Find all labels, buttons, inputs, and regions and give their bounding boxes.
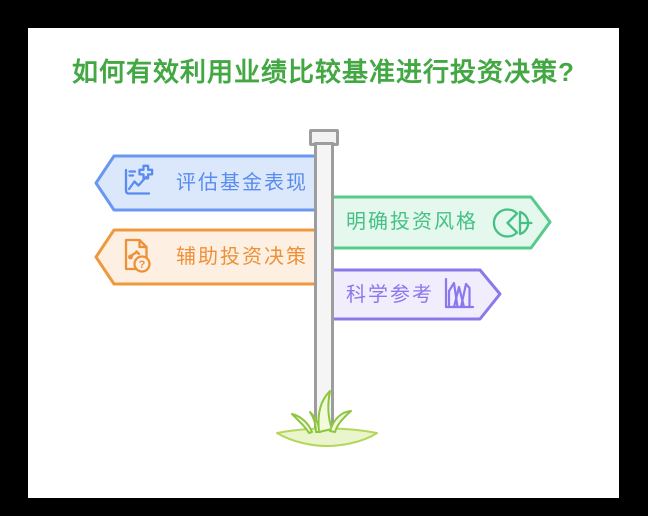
mountain-chart-icon [444, 277, 475, 309]
question-mark-glyph: ? [139, 259, 146, 271]
chart-plus-icon [124, 164, 154, 195]
pie-chart-icon [492, 208, 533, 238]
label-evaluate-fund-performance: 评估基金表现 [176, 172, 308, 194]
grass-icon [276, 390, 378, 447]
document-question-icon: ? [124, 238, 151, 273]
grass-blades [291, 390, 352, 434]
page-title: 如何有效利用业绩比较基准进行投资决策? [72, 57, 575, 87]
sign-assist-investment-decisions [94, 228, 334, 286]
sign-evaluate-fund-performance [94, 154, 334, 212]
label-scientific-reference: 科学参考 [346, 284, 434, 306]
sign-plate-shape [94, 228, 334, 286]
label-assist-investment-decisions: 辅助投资决策 [176, 246, 308, 268]
question-circle [133, 255, 151, 273]
sign-plate-shape [94, 154, 334, 212]
label-clarify-investment-style: 明确投资风格 [346, 211, 478, 233]
